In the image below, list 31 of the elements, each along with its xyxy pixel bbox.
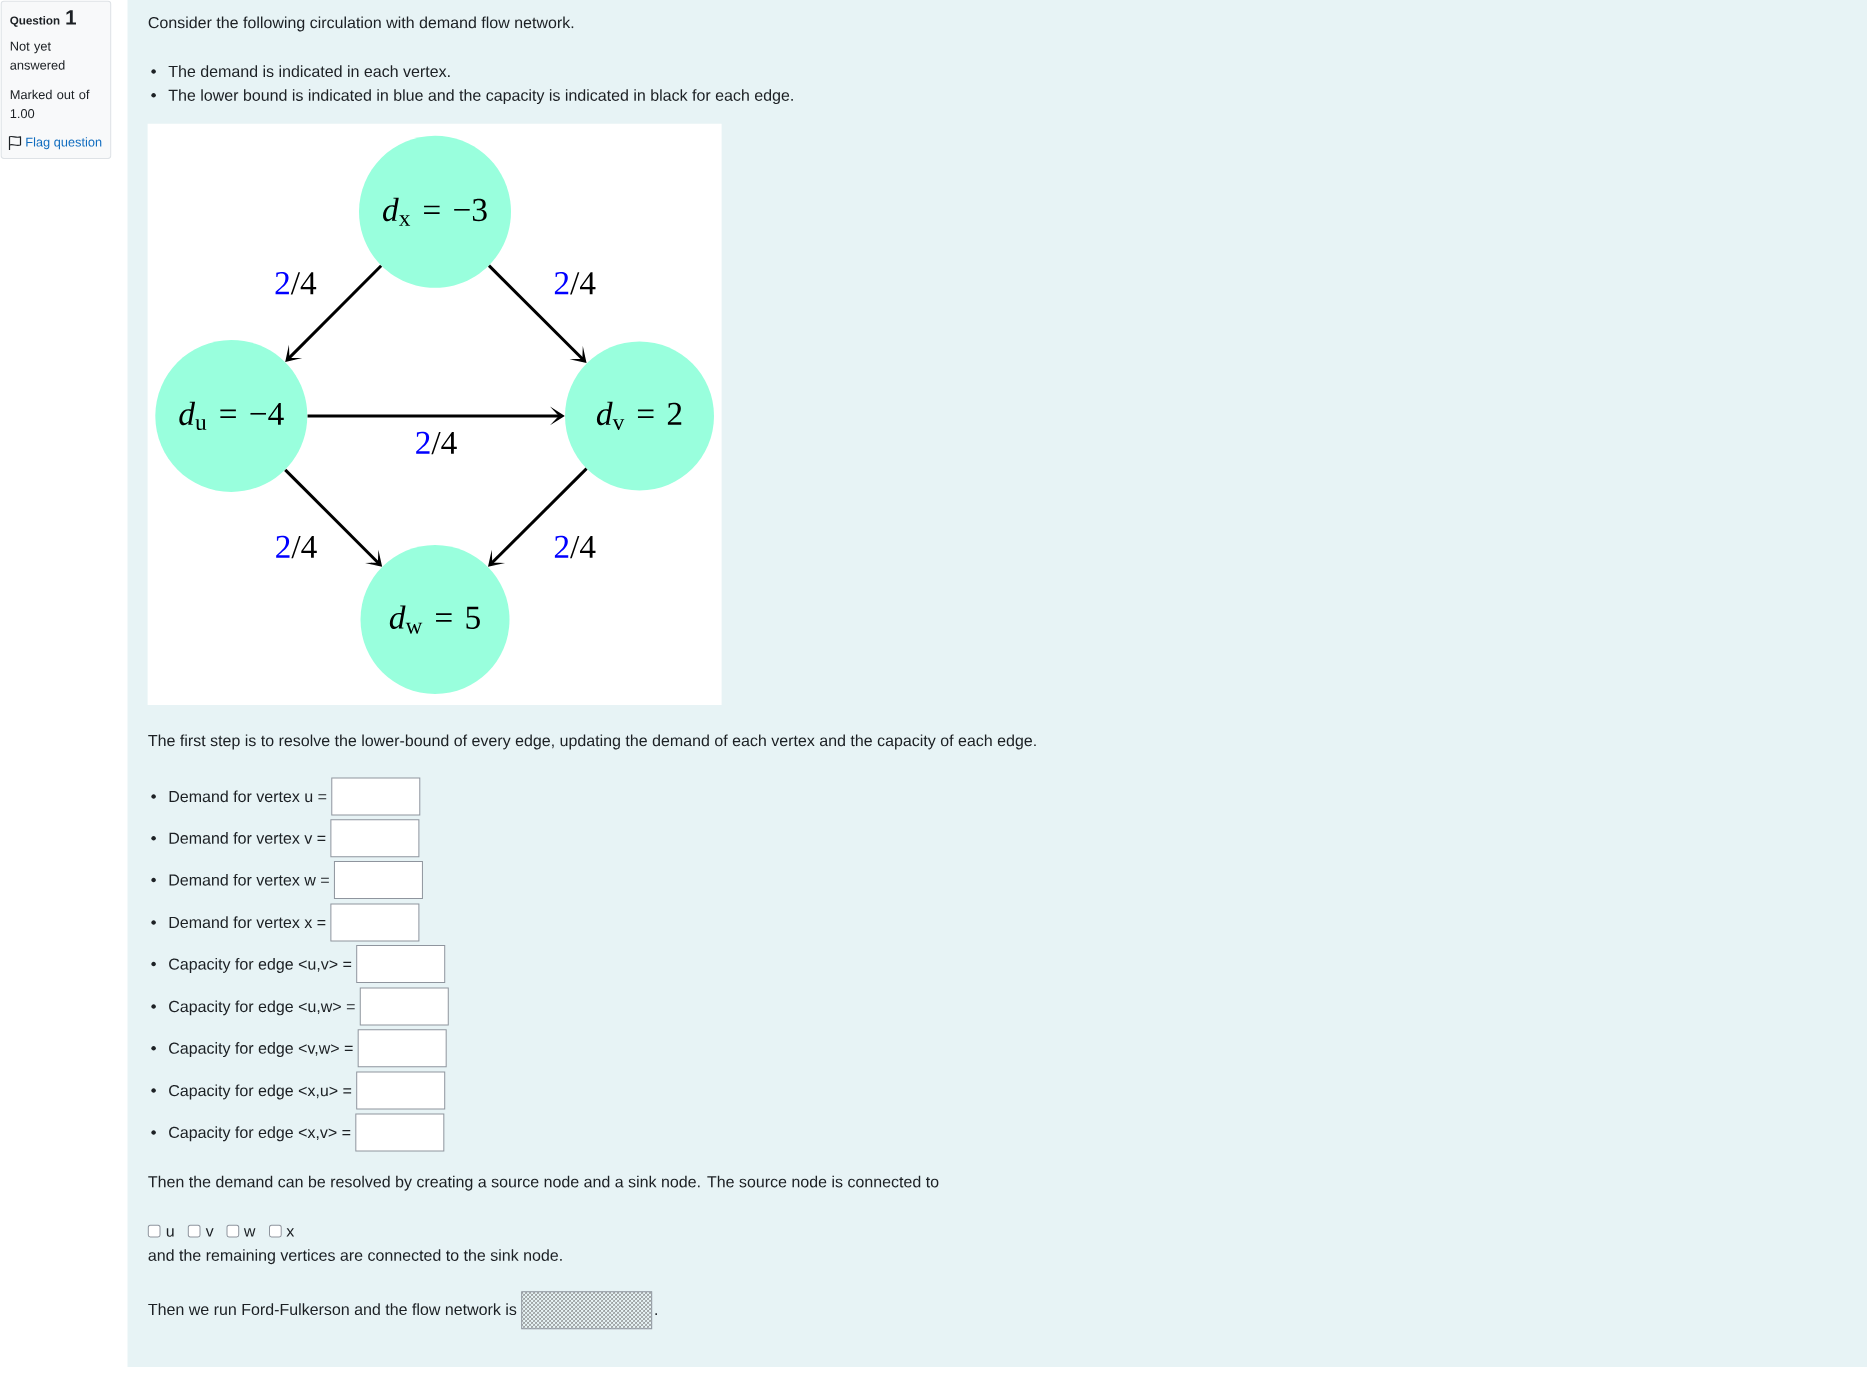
edge-label: 2/4 xyxy=(413,430,459,456)
checkbox-label: u xyxy=(166,1228,174,1237)
mark-text: Marked out of 1.00 xyxy=(10,89,90,119)
field-label: Demand for vertex v = xyxy=(169,832,326,844)
checkbox-label: x xyxy=(286,1228,295,1237)
field-label: Capacity for edge <x,u> = xyxy=(169,1084,352,1100)
edge-label: 2/4 xyxy=(552,534,598,560)
edge-label: 2/4 xyxy=(552,270,598,296)
field-label: Capacity for edge <u,v> = xyxy=(169,958,352,973)
edge-label: 2/4 xyxy=(273,534,319,560)
bullet-text: The demand is indicated in each vertex. xyxy=(168,65,450,78)
period-text: . xyxy=(655,1313,657,1315)
flag-link: Flag question xyxy=(26,137,102,150)
instruction-text: Then we run Ford-Fulkerson and the flow network is xyxy=(148,1303,517,1316)
instruction-text: Then the demand can be resolved by creating a source node and a sink node. The source node is connected to xyxy=(148,1175,939,1191)
field-label: Demand for vertex w = xyxy=(169,873,329,886)
field-label: Capacity for edge <v,w> = xyxy=(169,1042,353,1058)
instruction-text: and the remaining vertices are connected to the sink node. xyxy=(148,1249,562,1265)
status-text: Not yet answered xyxy=(10,41,65,70)
bullet-text: The lower bound is indicated in blue and the capacity is indicated in black for each edge. xyxy=(168,89,793,105)
field-label: Capacity for edge <u,w> = xyxy=(169,1000,355,1016)
question-label: Question xyxy=(10,16,60,27)
checkbox-label: v xyxy=(205,1228,214,1237)
checkbox-label: w xyxy=(243,1228,256,1237)
question-number: 1 xyxy=(66,10,76,25)
field-label: Demand for vertex x = xyxy=(169,916,326,929)
field-label: Capacity for edge <x,v> = xyxy=(169,1126,351,1142)
intro-text: Consider the following circulation with demand flow network. xyxy=(148,16,574,32)
field-label: Demand for vertex u = xyxy=(169,790,327,803)
instruction-text: The first step is to resolve the lower-bound of every edge, updating the demand of each vertex and the capacity of each edge. xyxy=(148,734,1036,750)
arrow xyxy=(285,264,383,362)
